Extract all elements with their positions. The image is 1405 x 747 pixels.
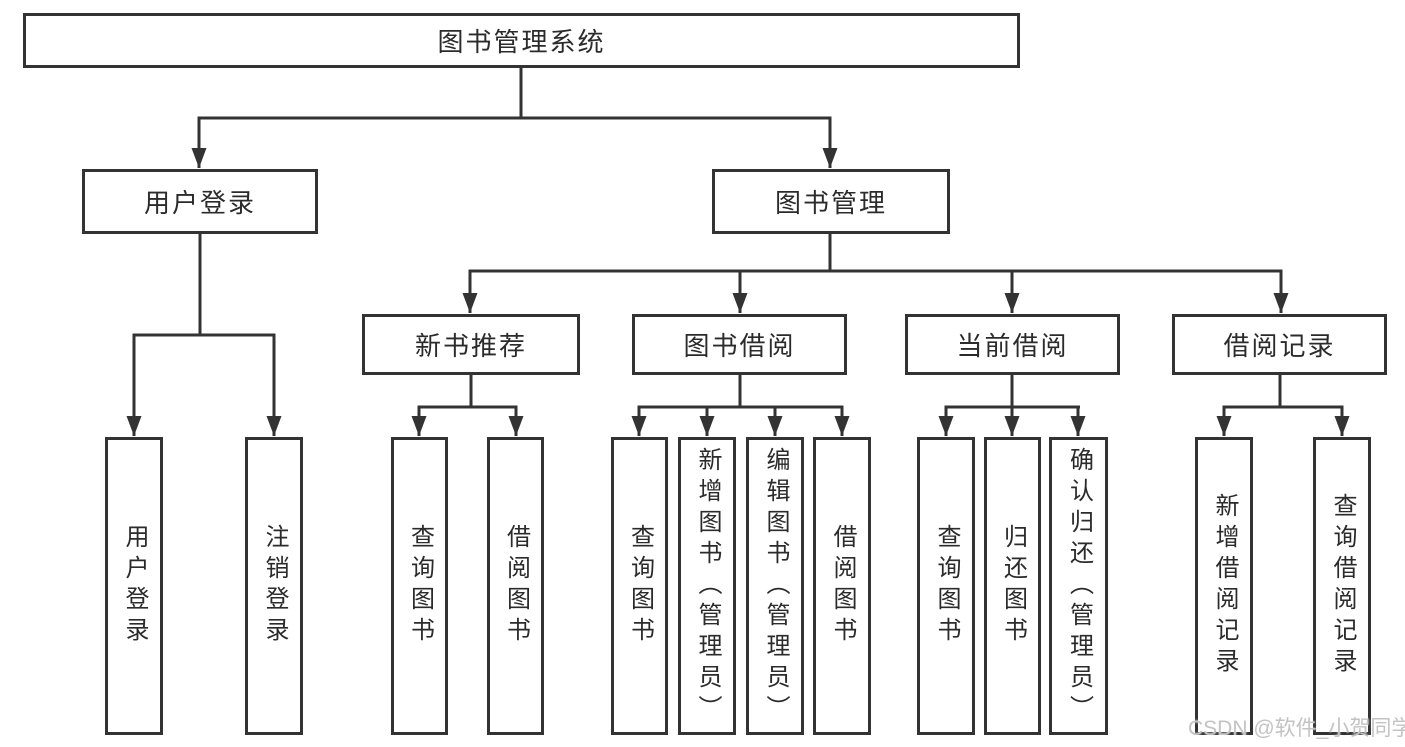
- leaf-confirm-return-admin: 确认归还（管理员）: [1049, 437, 1108, 735]
- leaf-query-books-borrowing-label: 查询图书: [626, 524, 654, 648]
- node-book-management-label: 图书管理: [774, 188, 887, 218]
- node-current-borrowing-label: 当前借阅: [956, 331, 1069, 361]
- node-user-login: 用户登录: [82, 169, 318, 234]
- node-new-book-recommend-label: 新书推荐: [414, 331, 527, 361]
- leaf-query-books-recommend: 查询图书: [391, 437, 448, 735]
- leaf-user-login: 用户登录: [105, 437, 163, 735]
- leaf-edit-book-admin: 编辑图书（管理员）: [746, 437, 804, 735]
- branch-borrowing-records: [1222, 375, 1344, 409]
- leaf-add-book-admin-label: 新增图书（管理员）: [694, 446, 721, 726]
- leaf-confirm-return-admin-label: 确认归还（管理员）: [1065, 446, 1093, 726]
- branch-book-borrowing: [637, 375, 844, 409]
- leaf-query-borrow-record-label: 查询借阅记录: [1329, 493, 1356, 679]
- leaf-edit-book-admin-label: 编辑图书（管理员）: [762, 446, 789, 726]
- branch-user-login: [132, 234, 276, 337]
- leaf-return-books: 归还图书: [984, 437, 1041, 735]
- leaf-borrow-books-borrowing: 借阅图书: [813, 437, 871, 735]
- leaf-return-books-label: 归还图书: [999, 524, 1027, 648]
- node-borrowing-records: 借阅记录: [1172, 314, 1387, 375]
- node-root: 图书管理系统: [23, 13, 1020, 68]
- node-user-login-label: 用户登录: [143, 188, 256, 218]
- watermark: CSDN @软件_小贺同学: [1188, 717, 1405, 740]
- leaf-user-login-label: 用户登录: [121, 524, 148, 648]
- branch-current-borrowing: [944, 375, 1080, 409]
- leaf-add-borrow-record: 新增借阅记录: [1195, 437, 1253, 735]
- branch-book-management: [468, 234, 1283, 273]
- leaf-query-books-current-label: 查询图书: [933, 524, 960, 648]
- leaf-query-books-borrowing: 查询图书: [611, 437, 668, 735]
- node-book-borrowing: 图书借阅: [632, 314, 847, 375]
- branch-new-book-recommend: [417, 375, 518, 409]
- node-root-label: 图书管理系统: [437, 27, 606, 57]
- leaf-query-borrow-record: 查询借阅记录: [1313, 437, 1371, 735]
- leaf-logout: 注销登录: [245, 437, 303, 735]
- leaf-borrow-books-recommend-label: 借阅图书: [502, 524, 530, 648]
- leaf-add-book-admin: 新增图书（管理员）: [678, 437, 736, 735]
- leaf-add-borrow-record-label: 新增借阅记录: [1211, 493, 1238, 679]
- node-current-borrowing: 当前借阅: [905, 314, 1120, 375]
- leaf-borrow-books-borrowing-label: 借阅图书: [829, 524, 856, 648]
- branch-root: [197, 68, 832, 120]
- node-book-management: 图书管理: [712, 169, 950, 234]
- leaf-query-books-current: 查询图书: [917, 437, 975, 735]
- node-new-book-recommend: 新书推荐: [362, 314, 580, 375]
- leaf-borrow-books-recommend: 借阅图书: [487, 437, 544, 735]
- node-book-borrowing-label: 图书借阅: [683, 331, 796, 361]
- leaf-query-books-recommend-label: 查询图书: [406, 524, 434, 648]
- node-borrowing-records-label: 借阅记录: [1223, 331, 1336, 361]
- leaf-logout-label: 注销登录: [261, 524, 288, 648]
